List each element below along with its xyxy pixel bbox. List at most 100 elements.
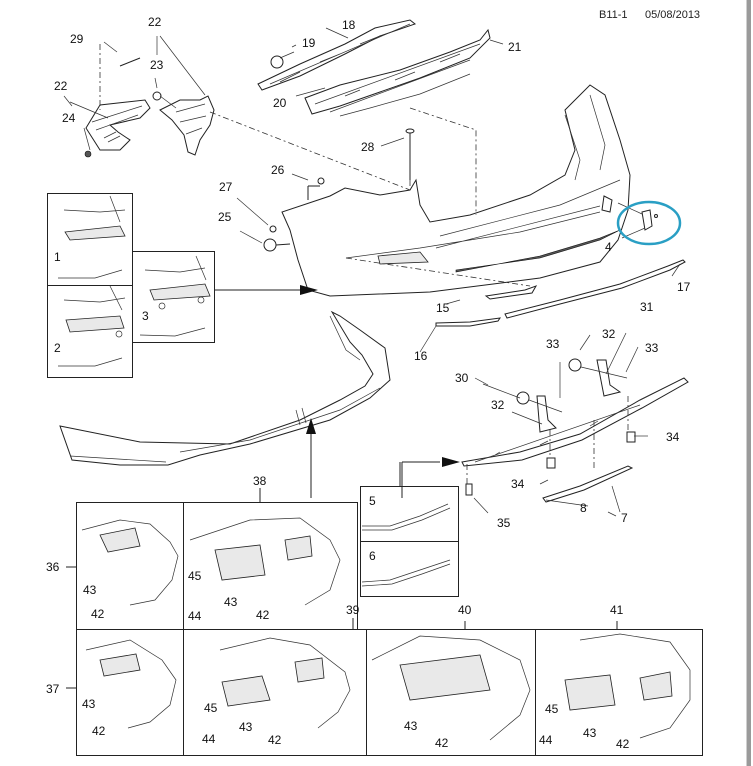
callout-36[interactable]: 36 bbox=[46, 560, 60, 574]
fastener-26 bbox=[317, 177, 325, 185]
callout-22[interactable]: 22 bbox=[54, 79, 68, 93]
callout-25[interactable]: 25 bbox=[218, 210, 232, 224]
bumper-impact-bar bbox=[257, 19, 417, 91]
callout-30[interactable]: 30 bbox=[455, 371, 469, 385]
molding-16 bbox=[435, 317, 502, 327]
bumper-energy-absorber bbox=[304, 28, 491, 117]
push-pin-28 bbox=[405, 128, 415, 134]
callout-42: 42 bbox=[91, 607, 105, 621]
fog-lamp-inset-art bbox=[58, 195, 211, 367]
lower-trim-rail bbox=[461, 358, 689, 503]
variant-38-box[interactable]: 45 44 43 42 bbox=[183, 502, 358, 630]
variant-39-box[interactable]: 45 44 43 42 bbox=[183, 629, 367, 756]
leader-lines bbox=[63, 27, 681, 517]
variant-label: 6 bbox=[369, 549, 376, 563]
callout-7[interactable]: 7 bbox=[621, 511, 628, 525]
fastener-25 bbox=[263, 238, 277, 252]
callout-42: 42 bbox=[92, 724, 106, 738]
callout-45: 45 bbox=[545, 702, 559, 716]
bracket-31 bbox=[596, 359, 622, 397]
callout-27[interactable]: 27 bbox=[219, 180, 233, 194]
variant-37-box[interactable]: 43 42 bbox=[76, 629, 184, 756]
variant-label: 1 bbox=[54, 250, 61, 264]
trim-7 bbox=[542, 465, 634, 503]
variant-36-box[interactable]: 43 42 bbox=[76, 502, 184, 630]
diagram-date: 05/08/2013 bbox=[645, 9, 701, 21]
callout-45: 45 bbox=[188, 569, 202, 583]
callout-26[interactable]: 26 bbox=[271, 163, 285, 177]
callout-33[interactable]: 33 bbox=[645, 341, 659, 355]
alignment-line bbox=[345, 257, 531, 287]
callout-43: 43 bbox=[224, 595, 238, 609]
callout-40[interactable]: 40 bbox=[458, 603, 472, 617]
lower-fascia bbox=[59, 310, 391, 466]
tow-hook-cover bbox=[617, 202, 658, 239]
callout-42: 42 bbox=[435, 736, 449, 750]
callout-44: 44 bbox=[188, 609, 202, 623]
arrow-icon bbox=[442, 457, 460, 467]
callout-19[interactable]: 19 bbox=[302, 36, 316, 50]
fog-lamp-variant-2[interactable]: 2 bbox=[47, 285, 133, 378]
callout-21[interactable]: 21 bbox=[508, 40, 522, 54]
callout-37[interactable]: 37 bbox=[46, 682, 60, 696]
callout-38[interactable]: 38 bbox=[253, 474, 267, 488]
callout-33[interactable]: 33 bbox=[546, 337, 560, 351]
callout-23[interactable]: 23 bbox=[150, 58, 164, 72]
alignment-line bbox=[409, 107, 477, 215]
fog-lamp-variant-1[interactable]: 1 bbox=[47, 193, 133, 286]
variant-label: 3 bbox=[142, 309, 149, 323]
callout-20[interactable]: 20 bbox=[273, 96, 287, 110]
callout-32[interactable]: 32 bbox=[602, 327, 616, 341]
callout-32[interactable]: 32 bbox=[491, 398, 505, 412]
callout-39[interactable]: 39 bbox=[346, 603, 360, 617]
callout-4[interactable]: 4 bbox=[605, 240, 612, 254]
callout-28[interactable]: 28 bbox=[361, 140, 375, 154]
callout-44: 44 bbox=[539, 733, 553, 747]
right-bumper-bracket bbox=[119, 57, 215, 156]
trim-variant-5[interactable]: 5 bbox=[360, 486, 459, 542]
fastener-27 bbox=[269, 225, 277, 233]
callout-41[interactable]: 41 bbox=[610, 603, 624, 617]
variant-40-box[interactable]: 43 42 bbox=[366, 629, 536, 756]
callout-43: 43 bbox=[583, 726, 597, 740]
variant-label: 2 bbox=[54, 341, 61, 355]
trim-variant-6[interactable]: 6 bbox=[360, 541, 459, 597]
highlight-ring bbox=[616, 200, 682, 246]
alignment-line bbox=[209, 111, 411, 191]
molding-15 bbox=[484, 285, 538, 300]
callout-43: 43 bbox=[404, 719, 418, 733]
callout-42: 42 bbox=[256, 608, 270, 622]
section-code: B11-1 bbox=[599, 9, 628, 21]
callout-8[interactable]: 8 bbox=[580, 501, 587, 515]
callout-31[interactable]: 31 bbox=[640, 300, 654, 314]
callout-34[interactable]: 34 bbox=[511, 477, 525, 491]
callout-29[interactable]: 29 bbox=[70, 32, 84, 46]
fog-lamp-variant-3[interactable]: 3 bbox=[132, 251, 215, 343]
scrollbar[interactable] bbox=[746, 0, 751, 766]
arrow-icon bbox=[306, 418, 316, 434]
callout-43: 43 bbox=[82, 697, 96, 711]
callout-34[interactable]: 34 bbox=[666, 430, 680, 444]
molding-17 bbox=[504, 259, 686, 319]
variant-label: 5 bbox=[369, 494, 376, 508]
vehicle-rear-body bbox=[281, 84, 631, 297]
bracket-30 bbox=[536, 395, 557, 433]
callout-18[interactable]: 18 bbox=[342, 18, 356, 32]
callout-44: 44 bbox=[202, 732, 216, 746]
callout-42: 42 bbox=[268, 733, 282, 747]
variant-41-box[interactable]: 45 44 43 42 bbox=[535, 629, 703, 756]
callout-15[interactable]: 15 bbox=[436, 301, 450, 315]
callout-43: 43 bbox=[239, 720, 253, 734]
arrow-icon bbox=[300, 285, 318, 295]
callout-16[interactable]: 16 bbox=[414, 349, 428, 363]
callout-43: 43 bbox=[83, 583, 97, 597]
callout-24[interactable]: 24 bbox=[62, 111, 76, 125]
callout-42: 42 bbox=[616, 737, 630, 751]
callout-17[interactable]: 17 bbox=[677, 280, 691, 294]
callout-35[interactable]: 35 bbox=[497, 516, 511, 530]
left-bumper-bracket bbox=[84, 99, 151, 158]
trim-inset-art bbox=[361, 503, 451, 587]
callout-22[interactable]: 22 bbox=[148, 15, 162, 29]
variant-art bbox=[81, 517, 691, 741]
